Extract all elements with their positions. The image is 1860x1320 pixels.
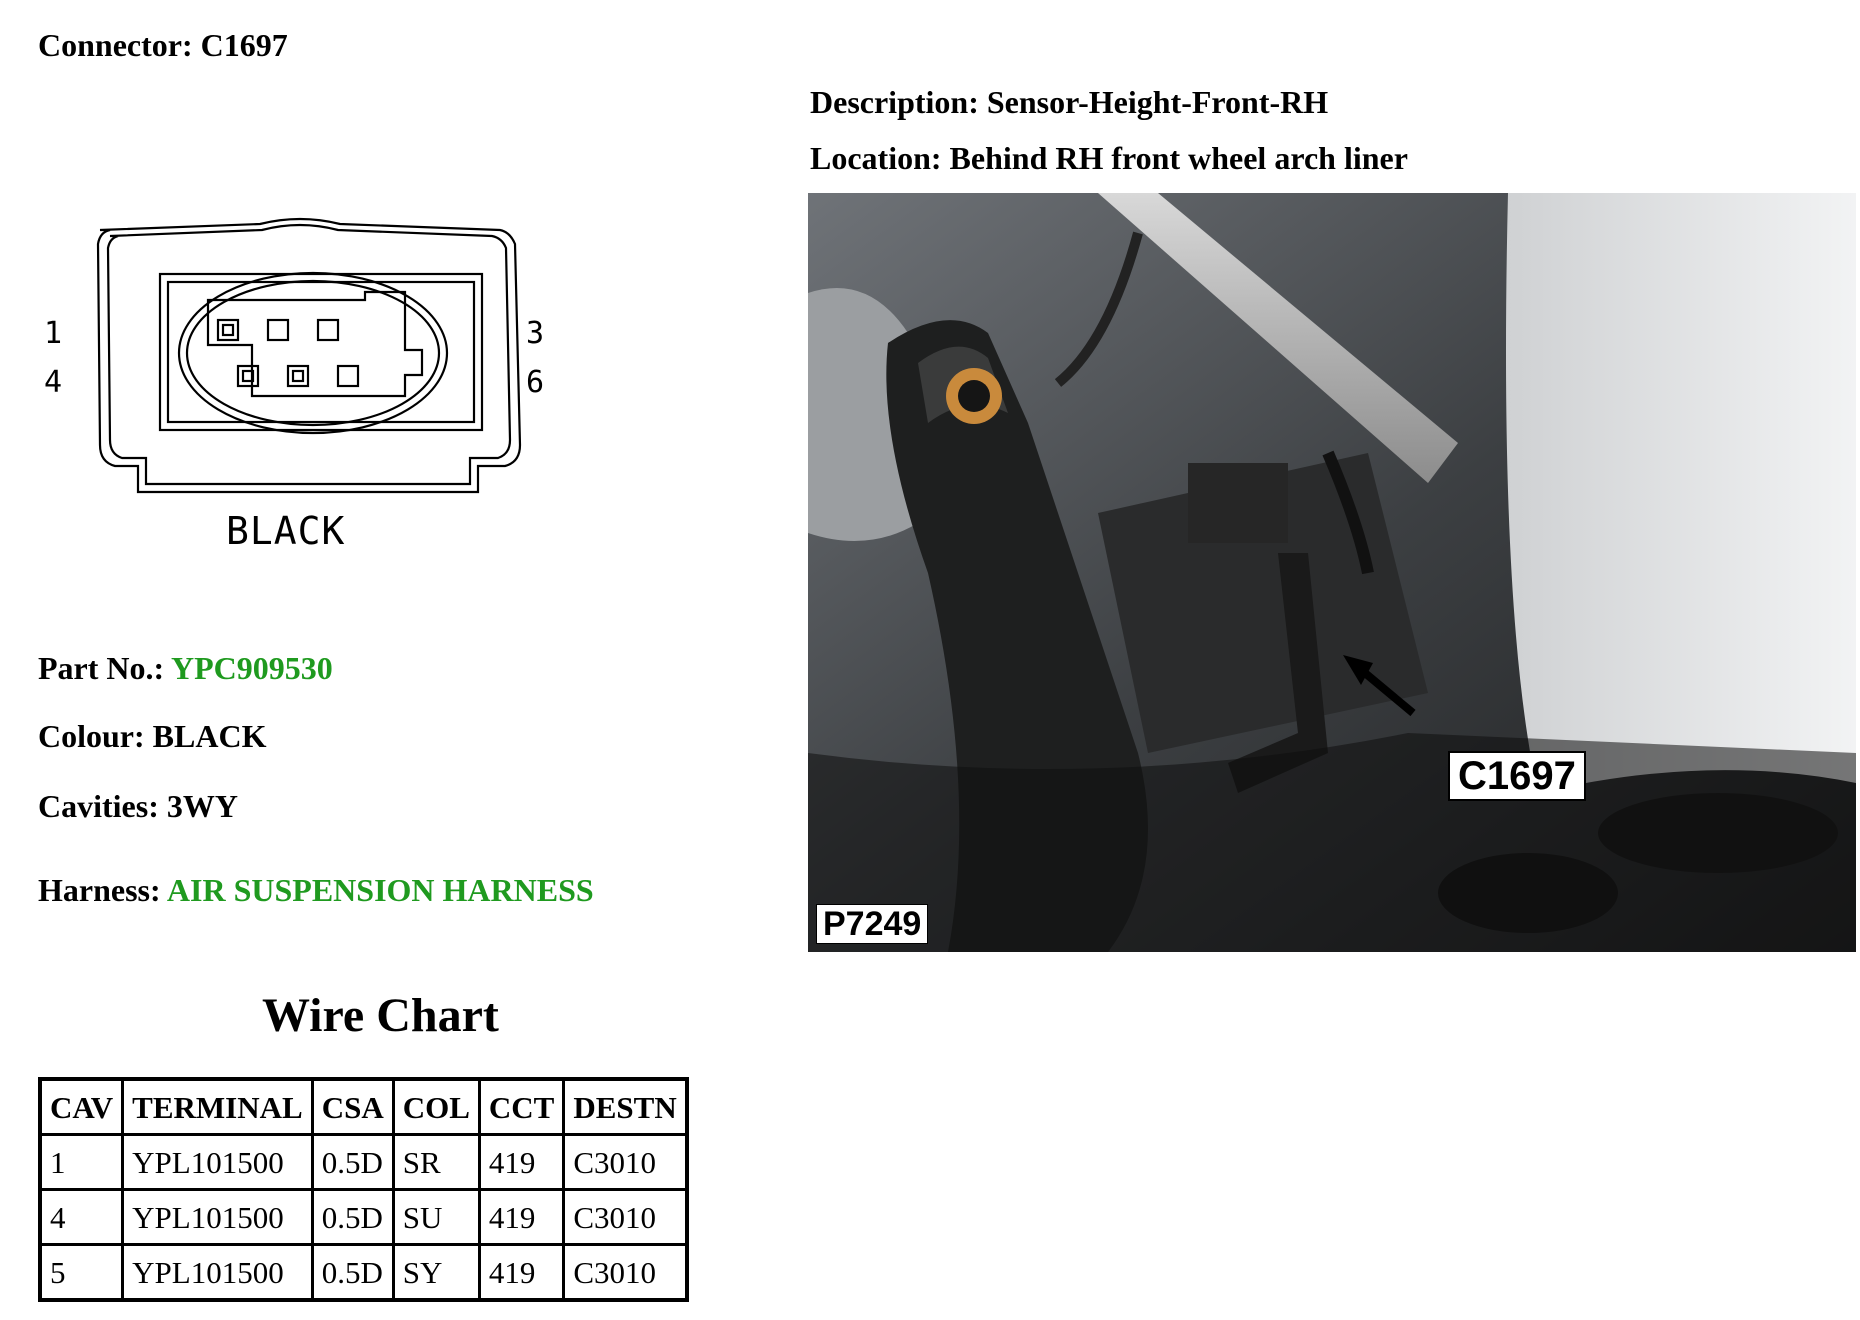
col-header-destn: DESTN — [562, 1077, 689, 1136]
col-header-csa: CSA — [310, 1077, 395, 1136]
pin-label-1: 1 — [44, 316, 62, 351]
col-header-terminal: TERMINAL — [121, 1077, 314, 1136]
wire-chart-title: Wire Chart — [262, 989, 499, 1042]
cell-destn: C3010 — [562, 1243, 689, 1302]
photo-illustration — [808, 193, 1856, 952]
pin-label-3: 3 — [526, 316, 544, 351]
cavities-value: 3WY — [166, 788, 238, 824]
cell-cct: 419 — [477, 1133, 566, 1191]
cell-cav: 4 — [38, 1188, 125, 1246]
cell-terminal: YPL101500 — [121, 1243, 314, 1302]
connector-face-drawing: 1 4 3 6 BLACK — [44, 217, 544, 553]
wire-chart-table: CAV TERMINAL CSA COL CCT DESTN 1 YPL1015… — [38, 1077, 689, 1302]
cell-terminal: YPL101500 — [121, 1133, 314, 1191]
pin-label-4: 4 — [44, 365, 62, 400]
harness-link[interactable]: AIR SUSPENSION HARNESS — [166, 872, 594, 908]
cell-destn: C3010 — [562, 1133, 689, 1191]
table-row: 5 YPL101500 0.5D SY 419 C3010 — [38, 1243, 689, 1302]
harness-label: Harness: — [38, 872, 161, 908]
cell-col: SY — [391, 1243, 481, 1302]
colour-value: BLACK — [152, 718, 267, 754]
col-header-cct: CCT — [477, 1077, 566, 1136]
cavities: Cavities: 3WY — [38, 788, 238, 824]
colour: Colour: BLACK — [38, 718, 266, 754]
description: Description: Sensor-Height-Front-RH — [810, 84, 1328, 120]
description-value: Sensor-Height-Front-RH — [986, 84, 1329, 120]
description-label: Description: — [810, 84, 979, 120]
col-header-col: COL — [391, 1077, 481, 1136]
cell-cct: 419 — [477, 1188, 566, 1246]
harness: Harness: AIR SUSPENSION HARNESS — [38, 872, 594, 908]
location-photo: P7249 C1697 — [808, 193, 1856, 952]
cell-col: SU — [391, 1188, 481, 1246]
pin-label-6: 6 — [526, 365, 544, 400]
cell-csa: 0.5D — [310, 1188, 395, 1246]
part-no-link[interactable]: YPC909530 — [170, 650, 333, 686]
cavities-label: Cavities: — [38, 788, 159, 824]
table-row: 1 YPL101500 0.5D SR 419 C3010 — [38, 1133, 689, 1191]
photo-figure-id: P7249 — [816, 904, 929, 944]
cell-col: SR — [391, 1133, 481, 1191]
location-value: Behind RH front wheel arch liner — [949, 140, 1408, 176]
cell-cct: 419 — [477, 1243, 566, 1302]
part-no-label: Part No.: — [38, 650, 165, 686]
location-label: Location: — [810, 140, 942, 176]
connector-title: Connector: C1697 — [38, 27, 288, 63]
table-row: 4 YPL101500 0.5D SU 419 C3010 — [38, 1188, 689, 1246]
connector-colour-label: BLACK — [226, 509, 345, 553]
connector-value: C1697 — [200, 27, 288, 63]
cell-csa: 0.5D — [310, 1243, 395, 1302]
col-header-cav: CAV — [38, 1077, 125, 1136]
connector-label: Connector: — [38, 27, 193, 63]
colour-label: Colour: — [38, 718, 145, 754]
cell-terminal: YPL101500 — [121, 1188, 314, 1246]
table-header-row: CAV TERMINAL CSA COL CCT DESTN — [38, 1077, 689, 1136]
cell-cav: 1 — [38, 1133, 125, 1191]
location: Location: Behind RH front wheel arch lin… — [810, 140, 1408, 176]
cell-cav: 5 — [38, 1243, 125, 1302]
cell-destn: C3010 — [562, 1188, 689, 1246]
cell-csa: 0.5D — [310, 1133, 395, 1191]
photo-callout-label: C1697 — [1448, 751, 1586, 801]
connector-diagram: 1 4 3 6 BLACK — [30, 200, 570, 570]
part-number: Part No.: YPC909530 — [38, 650, 333, 686]
